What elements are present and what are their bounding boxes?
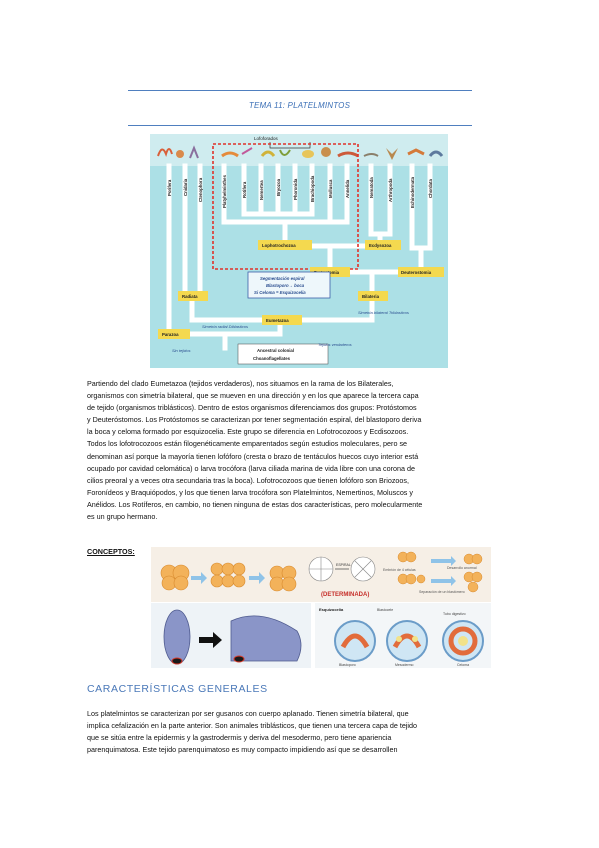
- bilateral-annotation: Simetria bilateral Triblasticos: [358, 310, 409, 315]
- paragraph-line: ocupado por cavidad celomática) o larva …: [87, 463, 416, 473]
- intro-paragraph: Partiendo del clado Eumetazoa (tejidos v…: [87, 378, 513, 523]
- node-ancestor: Ancestral colonial: [257, 348, 294, 353]
- paragraph-line: Anélidos. Los Rotíferos, en cambio, no t…: [87, 499, 423, 509]
- separacion-label: Separación de un blastómero: [419, 590, 465, 594]
- taxon-label: Cnidaria: [183, 178, 188, 196]
- node-ecdysozoa: Ecdysozoa: [369, 243, 392, 248]
- taxon-label: Echinodermata: [410, 176, 415, 208]
- espiral-label: ESPIRAL: [336, 563, 351, 567]
- node-parazoa: Parazoa: [162, 332, 179, 337]
- caracteristicas-paragraph: Los platelmintos se caracterizan por ser…: [87, 708, 513, 756]
- section-heading: CARACTERÍSTICAS GENERALES: [87, 683, 268, 695]
- node-lophotrochozoa: Lophotrochozoa: [262, 243, 296, 248]
- node-eumetazoa: Eumetazoa: [266, 318, 289, 323]
- taxon-label: Ctenophora: [198, 177, 203, 202]
- taxon-label: Bryozoa: [276, 178, 281, 196]
- celoma-label: Celoma: [457, 663, 469, 667]
- taxon-label: Chordata: [428, 179, 433, 198]
- determinada-label: (DETERMINADA): [321, 592, 369, 598]
- taxon-label: Rotifera: [242, 181, 247, 198]
- spiral-box-line3: Si Celoma = Esquizocelia: [254, 290, 306, 295]
- organism-icons: [157, 145, 444, 160]
- sin-tejidos-annotation: Sin tejidos: [172, 348, 190, 353]
- taxon-label: Nemertea: [259, 180, 264, 200]
- tejidos-verdaderos-annotation: Tejidos verdaderos: [318, 342, 352, 347]
- taxon-label: Platyhelminthes: [222, 174, 227, 208]
- tubo-digestivo-label: Tubo digestivo: [443, 612, 466, 616]
- desarrollo-label: Desarrollo anormal: [447, 566, 477, 570]
- paragraph-line: y Deuteróstomos. Los Protóstomos se cara…: [87, 415, 422, 425]
- embrion-label: Embrión de 4 células: [383, 568, 416, 572]
- paragraph-line: parenquimatosa. Este tejido parenquimato…: [87, 745, 398, 755]
- paragraph-line: es un grupo hermano.: [87, 512, 158, 522]
- taxon-label: Annelida: [345, 179, 350, 198]
- paragraph-line: implica cefalización en la parte anterio…: [87, 721, 418, 731]
- taxon-label: Phoronida: [293, 178, 298, 200]
- taxon-label: Brachiopoda: [310, 175, 315, 202]
- embryo-figure: [151, 603, 311, 668]
- paragraph-line: denominan así porque la mayoría tienen l…: [87, 451, 419, 461]
- spiral-box-line1: Segmentación espiral: [260, 276, 305, 281]
- taxon-label: Arthropoda: [388, 178, 393, 202]
- paragraph-line: la boca y celoma formado por esquizoceli…: [87, 427, 409, 437]
- blastoporo-label: Blastoporo: [339, 663, 356, 667]
- taxon-label: Porifera: [167, 179, 172, 196]
- paragraph-line: cilios preoral y a veces otra secundaria…: [87, 475, 410, 485]
- spiral-box-line2: Blastoporo→ boca: [266, 283, 305, 288]
- conceptos-label: CONCEPTOS:: [87, 547, 135, 556]
- document-title: TEMA 11: PLATELMINTOS: [248, 101, 351, 110]
- paragraph-line: Los platelmintos se caracterizan por ser…: [87, 709, 409, 718]
- node-radiata: Radiata: [182, 294, 198, 299]
- paragraph-line: Todos los lofotrocozoos están filogenéti…: [87, 439, 408, 449]
- cleavage-figure: ESPIRAL (DETERMINADA) Embrión de 4 célul…: [151, 547, 491, 602]
- paragraph-line: Partiendo del clado Eumetazoa (tejidos v…: [87, 379, 394, 388]
- blastocele-label: Blastocele: [377, 608, 393, 612]
- mesodermo-label: Mesodermo: [395, 663, 414, 667]
- node-choanoflagellates: Choanoflagellates: [253, 356, 291, 361]
- node-deuterostomia: Deuterostomia: [401, 270, 432, 275]
- coelom-figure: Esquizocelia Blastocele Tubo digestivo B…: [315, 603, 491, 668]
- paragraph-line: que se sitúa entre la epidermis y la gas…: [87, 733, 392, 743]
- paragraph-line: organismos con simetría bilateral, que s…: [87, 391, 419, 401]
- radial-annotation: Simetria radial Diblasticos: [202, 324, 248, 329]
- taxon-label: Nematoda: [369, 177, 374, 198]
- paragraph-line: Foronídeos y Braquiópodos, y los que tie…: [87, 487, 413, 497]
- paragraph-line: de tejido (organismos triblásticos). Den…: [87, 403, 417, 413]
- esquizocelia-label: Esquizocelia: [319, 607, 344, 612]
- taxon-label: Mollusca: [328, 179, 333, 198]
- phylogeny-figure: Lofoforados: [150, 134, 448, 368]
- node-bilateria: Bilateria: [362, 294, 380, 299]
- header-rule-top: [128, 90, 472, 91]
- lofoforados-label: Lofoforados: [254, 136, 279, 141]
- header-rule-bottom: [128, 125, 472, 126]
